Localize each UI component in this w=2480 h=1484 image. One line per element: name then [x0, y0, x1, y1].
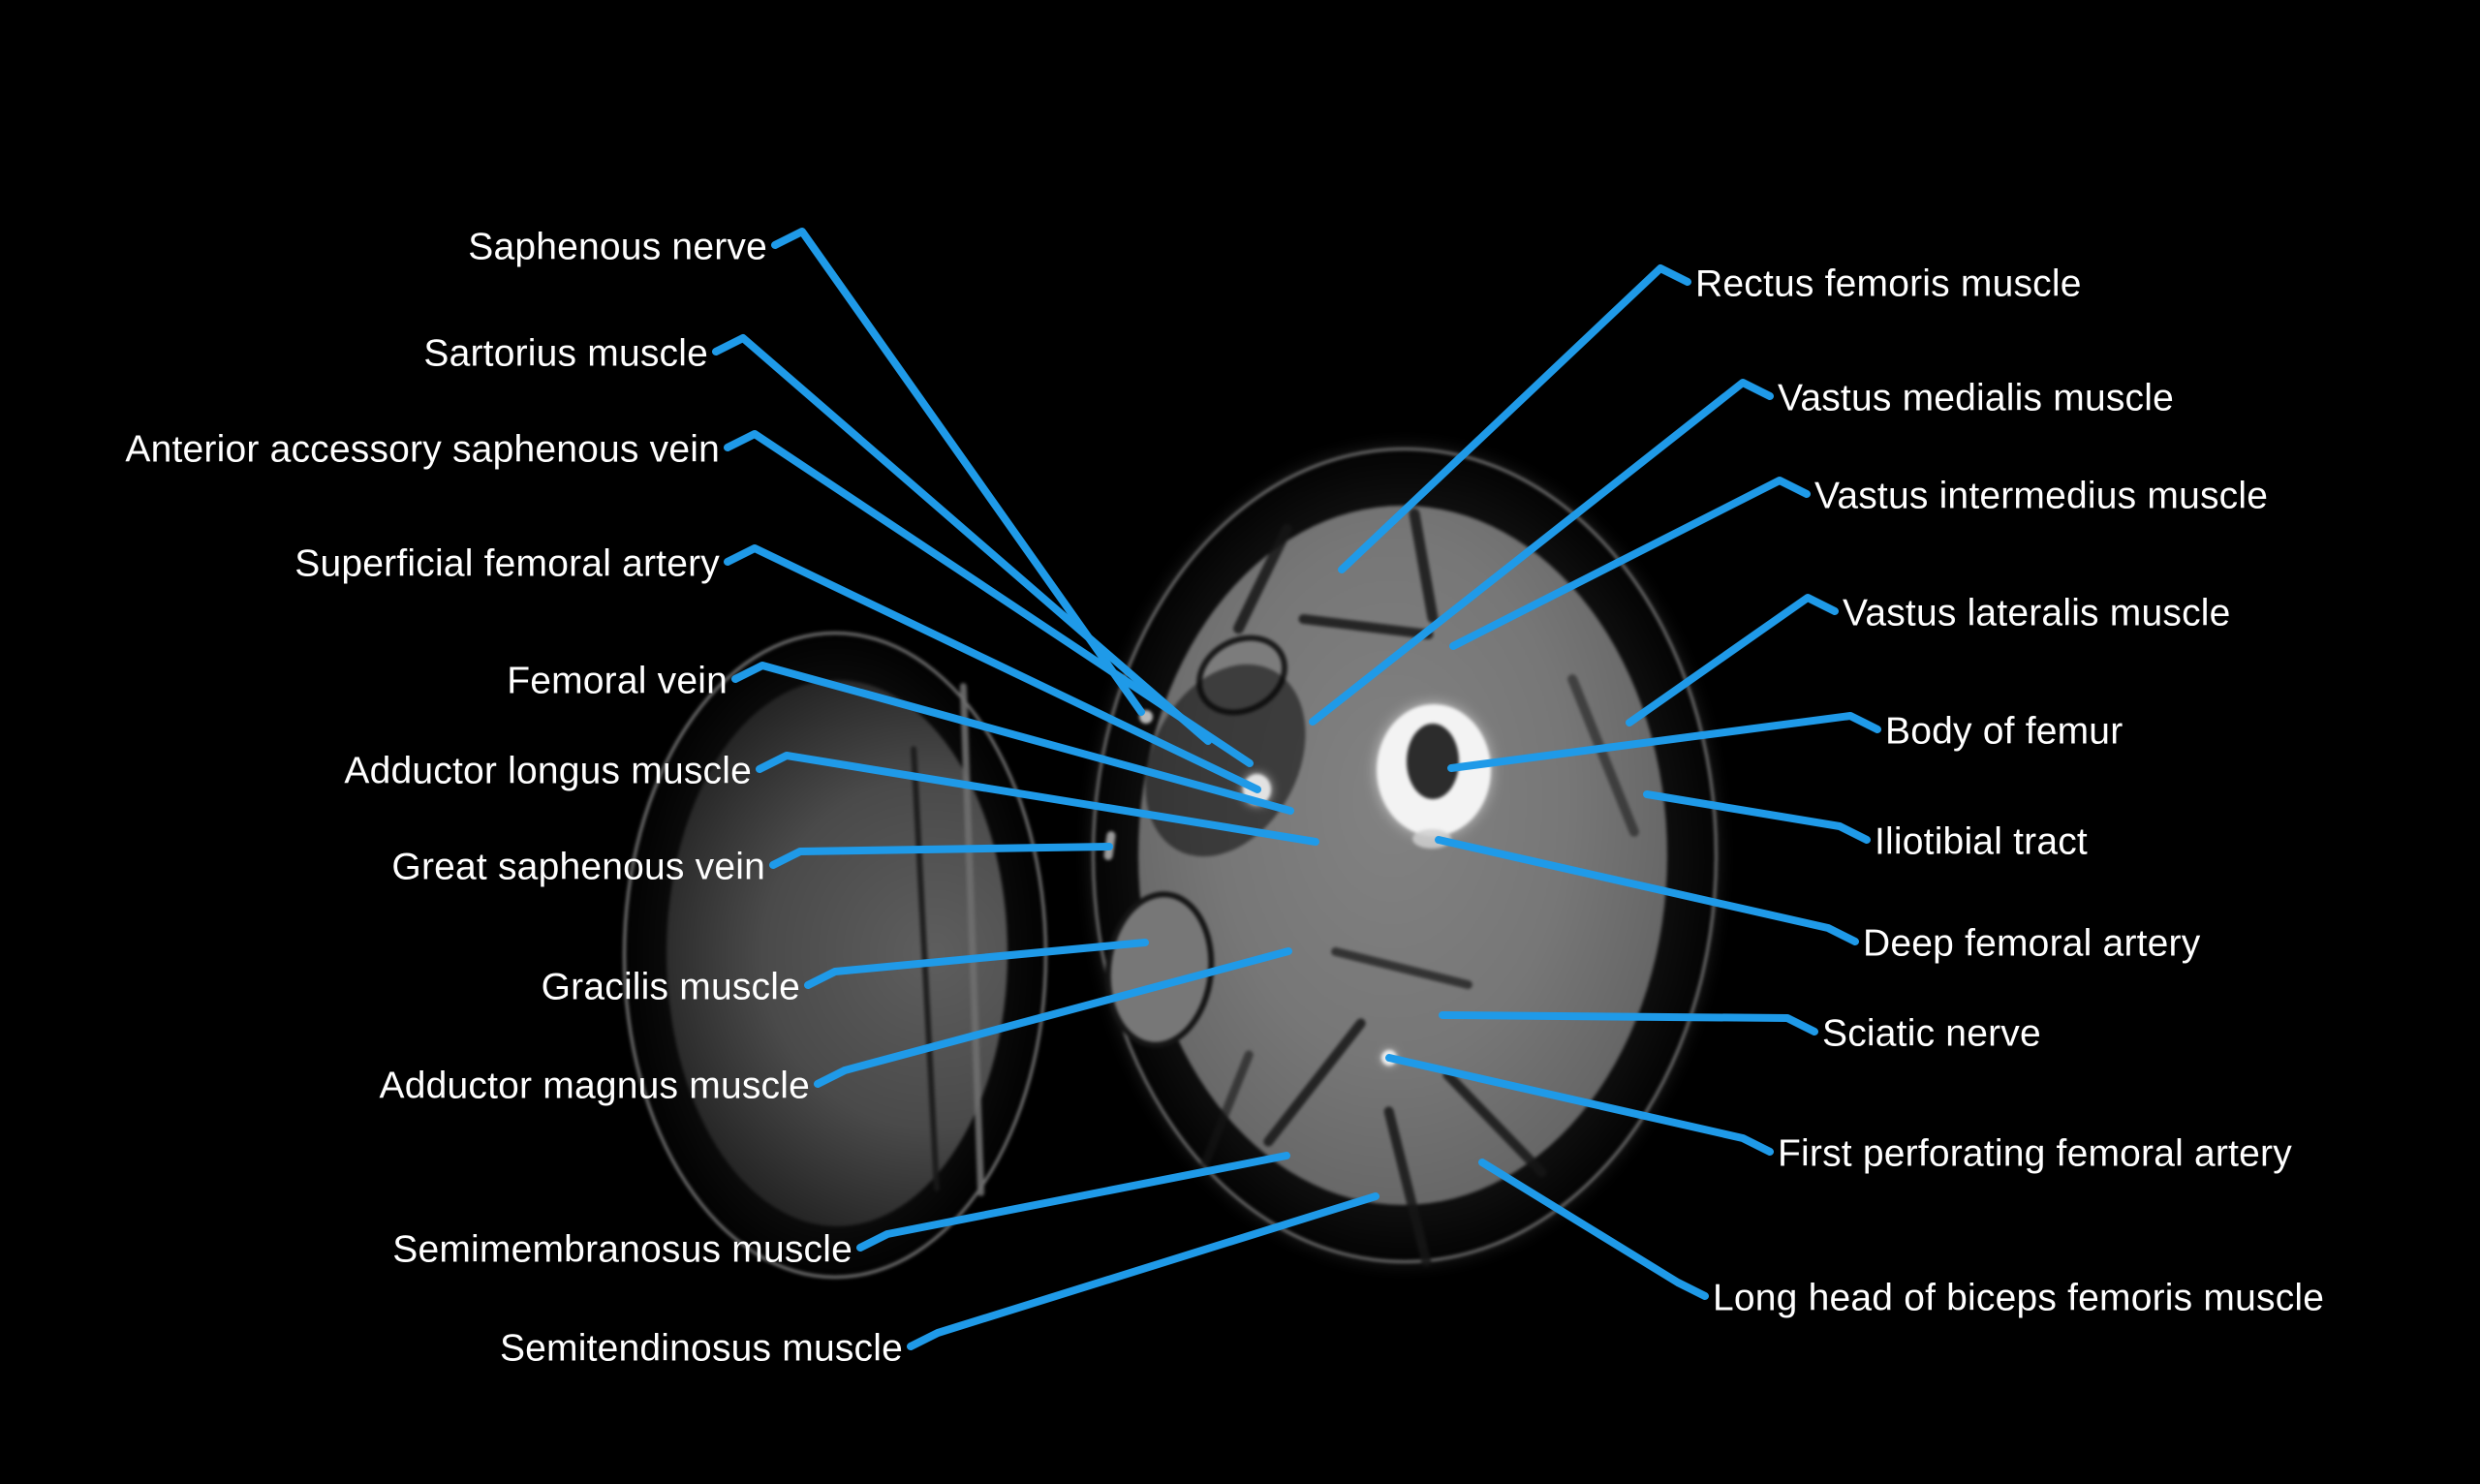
leader-line-saphenous-nerve — [771, 228, 1145, 716]
leader-line-semimembranosus-muscle — [856, 1152, 1290, 1252]
label-iliotibial-tract: Iliotibial tract — [1875, 820, 2088, 863]
label-vastus-intermedius-muscle: Vastus intermedius muscle — [1814, 475, 2269, 517]
leader-line-sartorius-muscle — [712, 334, 1212, 745]
leader-line-deep-femoral-artery — [1435, 836, 1859, 945]
leader-line-long-head-of-biceps-femoris-muscle — [1478, 1159, 1709, 1300]
thigh-muscle-mass — [1138, 506, 1667, 1205]
adjacent-thigh-muscle — [666, 680, 1008, 1226]
label-rectus-femoris-muscle: Rectus femoris muscle — [1695, 263, 2082, 305]
label-deep-femoral-artery: Deep femoral artery — [1863, 922, 2201, 965]
label-femoral-vein: Femoral vein — [507, 660, 728, 702]
leader-line-adductor-magnus-muscle — [814, 947, 1292, 1088]
label-semitendinosus-muscle: Semitendinosus muscle — [499, 1327, 903, 1370]
label-adductor-longus-muscle: Adductor longus muscle — [344, 750, 752, 792]
leader-line-adductor-longus-muscle — [756, 752, 1319, 846]
label-vastus-medialis-muscle: Vastus medialis muscle — [1778, 377, 2174, 419]
leader-line-vastus-intermedius-muscle — [1449, 477, 1811, 650]
leader-line-iliotibial-tract — [1643, 790, 1871, 844]
leader-line-sciatic-nerve — [1439, 1011, 1818, 1036]
leader-line-femoral-vein — [731, 662, 1294, 815]
label-vastus-lateralis-muscle: Vastus lateralis muscle — [1843, 592, 2231, 634]
leader-line-vastus-lateralis-muscle — [1626, 594, 1839, 727]
label-sciatic-nerve: Sciatic nerve — [1822, 1012, 2041, 1055]
label-saphenous-nerve: Saphenous nerve — [468, 226, 767, 268]
label-superficial-femoral-artery: Superficial femoral artery — [294, 542, 720, 585]
leader-line-gracilis-muscle — [804, 939, 1149, 989]
label-anterior-accessory-saphenous-vein: Anterior accessory saphenous vein — [125, 428, 720, 471]
label-gracilis-muscle: Gracilis muscle — [541, 966, 800, 1008]
label-semimembranosus-muscle: Semimembranosus muscle — [392, 1228, 852, 1271]
leader-line-body-of-femur — [1447, 712, 1881, 772]
label-first-perforating-femoral-artery: First perforating femoral artery — [1778, 1132, 2292, 1175]
leader-line-vastus-medialis-muscle — [1309, 379, 1774, 726]
label-long-head-of-biceps-femoris-muscle: Long head of biceps femoris muscle — [1713, 1277, 2325, 1319]
femur-medullary-cavity — [1407, 724, 1459, 799]
leader-line-superficial-femoral-artery — [724, 544, 1261, 793]
label-sartorius-muscle: Sartorius muscle — [423, 332, 708, 375]
leader-line-rectus-femoris-muscle — [1338, 264, 1691, 573]
label-great-saphenous-vein: Great saphenous vein — [391, 846, 765, 888]
leader-line-anterior-accessory-saphenous-vein — [724, 430, 1254, 767]
label-adductor-magnus-muscle: Adductor magnus muscle — [379, 1065, 810, 1107]
leader-line-semitendinosus-muscle — [907, 1192, 1380, 1350]
label-body-of-femur: Body of femur — [1885, 710, 2124, 753]
leader-line-first-perforating-femoral-artery — [1385, 1054, 1774, 1156]
leader-line-great-saphenous-vein — [769, 843, 1113, 869]
